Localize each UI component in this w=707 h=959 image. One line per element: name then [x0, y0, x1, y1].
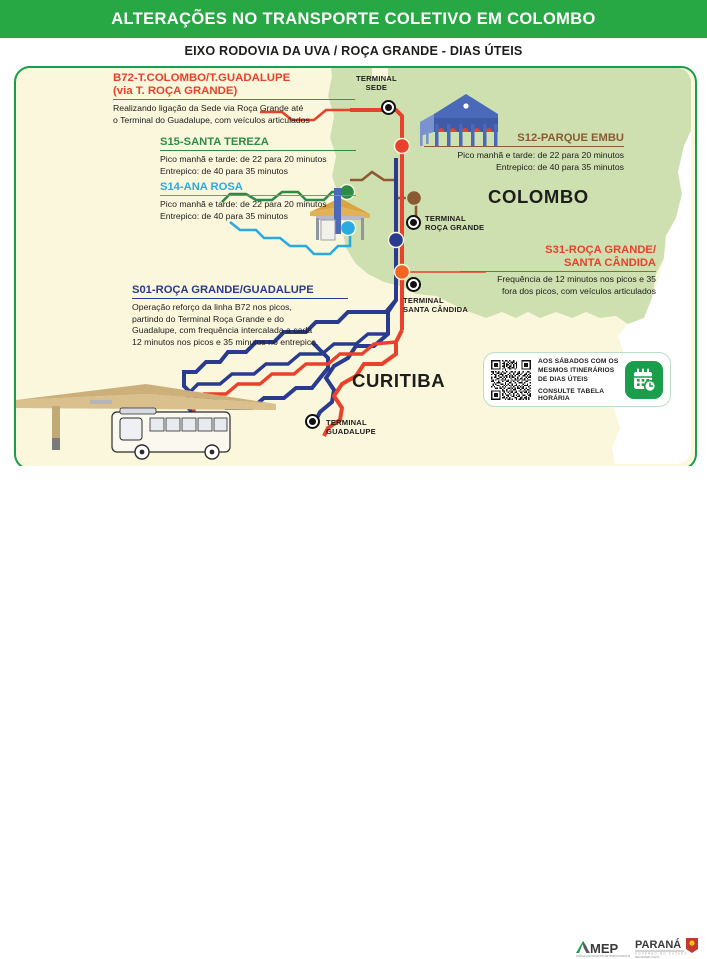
route-rule-s12 [424, 146, 624, 148]
route-rule-s14 [160, 195, 356, 197]
svg-text:PARANÁ: PARANÁ [635, 938, 681, 951]
parana-logo: PARANÁ GOVERNO DO ESTADO SEGURANDO O ALT… [635, 938, 698, 959]
route-body-s31: Frequência de 12 minutos nos picos e 35 … [497, 274, 656, 297]
route-info-s31: S31-ROÇA GRANDE/ SANTA CÂNDIDA Frequênci… [460, 244, 656, 298]
terminal-marker-sede[interactable] [381, 100, 396, 115]
route-title-s31-line2: SANTA CÂNDIDA [564, 256, 656, 269]
calendar-clock-icon [634, 368, 657, 392]
terminal-label-guadalupe: TERMINAL GUADALUPE [326, 418, 376, 437]
terminal-marker-guadalupe[interactable] [305, 414, 320, 429]
route-body-s12: Pico manhã e tarde: de 22 para 20 minuto… [457, 149, 624, 172]
svg-text:MEP: MEP [590, 941, 619, 956]
saturday-banner-line4: CONSULTE TABELA HORÁRIA [538, 388, 604, 403]
guadalupe-terminal-illustration [16, 384, 276, 460]
calendar-clock-badge [625, 360, 663, 399]
svg-text:GOVERNO DO ESTADO: GOVERNO DO ESTADO [635, 951, 688, 955]
terminal-marker-roca-grande[interactable] [406, 215, 421, 230]
route-title-s12: S12-PARQUE EMBU [517, 132, 624, 144]
route-title-s15: S15-SANTA TEREZA [160, 136, 269, 148]
header-bar: ALTERAÇÕES NO TRANSPORTE COLETIVO EM COL… [0, 0, 707, 38]
route-title-b72-line1: B72-T.COLOMBO/T.GUADALUPE [113, 72, 291, 84]
terminal-sede-illustration [420, 94, 498, 146]
route-rule-b72 [113, 99, 355, 101]
route-title-s31-line1: S31-ROÇA GRANDE/ [545, 244, 656, 256]
page-title: ALTERAÇÕES NO TRANSPORTE COLETIVO EM COL… [111, 9, 596, 28]
route-info-s01: S01-ROÇA GRANDE/GUADALUPE Operação refor… [132, 284, 348, 349]
route-body-s15: Pico manhã e tarde: de 22 para 20 minuto… [160, 153, 327, 176]
route-dot-s01 [387, 231, 405, 249]
route-dot-s14 [339, 219, 357, 237]
route-line-s01-south [314, 298, 398, 421]
route-line-s15 [221, 190, 350, 203]
route-title-b72-line2: (via T. ROÇA GRANDE) [113, 84, 238, 97]
route-info-s14: S14-ANA ROSA Pico manhã e tarde: de 22 p… [160, 181, 356, 222]
route-dot-s12 [405, 189, 423, 207]
route-title-s31: S31-ROÇA GRANDE/ SANTA CÂNDIDA [460, 244, 656, 269]
route-body-s14: Pico manhã e tarde: de 22 para 20 minuto… [160, 198, 327, 221]
route-body-b72: Realizando ligação da Sede via Roça Gran… [113, 102, 310, 125]
route-dot-b72 [393, 137, 411, 155]
terminal-label-roca-grande: TERMINAL ROÇA GRANDE [425, 214, 485, 233]
terminal-label-santa-candida: TERMINAL SANTA CÂNDIDA [403, 296, 469, 315]
route-rule-s31 [460, 270, 656, 272]
route-title-s14: S14-ANA ROSA [160, 181, 243, 193]
roca-grande-shelter-illustration [310, 188, 370, 241]
route-info-s15: S15-SANTA TEREZA Pico manhã e tarde: de … [160, 136, 356, 177]
route-line-b72-loop [192, 340, 397, 428]
svg-text:AGÊNCIA DE ASSUNTOS METROPOLIT: AGÊNCIA DE ASSUNTOS METROPOLITANOS DO PA… [576, 955, 630, 958]
route-title-b72: B72-T.COLOMBO/T.GUADALUPE (via T. ROÇA G… [113, 72, 355, 98]
route-rule-s01 [132, 298, 348, 300]
route-line-b72-west [260, 108, 350, 122]
route-title-s01: S01-ROÇA GRANDE/GUADALUPE [132, 284, 314, 296]
footer: MEP AGÊNCIA DE ASSUNTOS METROPOLITANOS D… [0, 466, 707, 959]
map-west-notch [156, 68, 336, 218]
saturday-banner-line1: AOS SÁBADOS COM OS MESMOS ITINERÁRIOS DE… [538, 357, 619, 384]
qr-code-icon[interactable] [491, 359, 531, 400]
saturday-schedule-banner[interactable]: AOS SÁBADOS COM OS MESMOS ITINERÁRIOS DE… [483, 352, 671, 407]
city-label-curitiba: CURITIBA [352, 370, 446, 391]
saturday-banner-text: AOS SÁBADOS COM OS MESMOS ITINERÁRIOS DE… [531, 357, 623, 402]
route-body-s01: Operação reforço da linha B72 nos picos,… [132, 301, 319, 348]
terminal-marker-santa-candida[interactable] [406, 277, 421, 292]
route-line-b72-south [322, 329, 404, 437]
route-rule-s15 [160, 150, 356, 152]
route-line-s14 [229, 220, 352, 256]
city-label-colombo: COLOMBO [488, 186, 589, 207]
amep-logo: MEP AGÊNCIA DE ASSUNTOS METROPOLITANOS D… [576, 941, 630, 958]
route-dot-s31 [393, 263, 411, 281]
route-info-s12: S12-PARQUE EMBU Pico manhã e tarde: de 2… [424, 132, 624, 173]
route-line-s01 [182, 158, 398, 410]
terminal-label-sede: TERMINAL SEDE [356, 74, 397, 93]
route-info-b72: B72-T.COLOMBO/T.GUADALUPE (via T. ROÇA G… [113, 72, 355, 126]
page-subtitle: EIXO RODOVIA DA UVA / ROÇA GRANDE - DIAS… [184, 44, 523, 58]
